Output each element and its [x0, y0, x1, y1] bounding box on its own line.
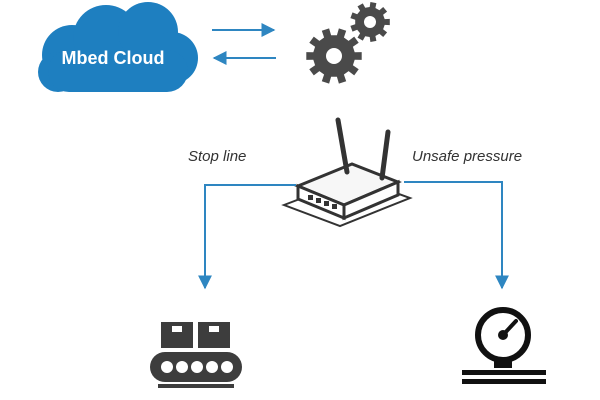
gear-small	[350, 2, 390, 42]
conveyor-icon	[150, 322, 242, 388]
router-icon	[281, 117, 413, 228]
cloud-icon	[38, 2, 198, 92]
connector-stop-line	[198, 184, 296, 290]
label-unsafe-pressure: Unsafe pressure	[412, 148, 523, 165]
cloud-label: Mbed Cloud	[61, 48, 165, 68]
sync-arrows	[212, 23, 276, 65]
gear-hole	[326, 48, 342, 64]
connector-unsafe-pressure	[404, 181, 509, 290]
pressure-gauge-icon	[462, 307, 546, 384]
label-stop-line: Stop line	[188, 148, 247, 165]
gear-hole	[364, 16, 376, 28]
connectors	[198, 181, 509, 290]
gear-large	[306, 28, 362, 84]
gears-icon	[306, 2, 390, 84]
